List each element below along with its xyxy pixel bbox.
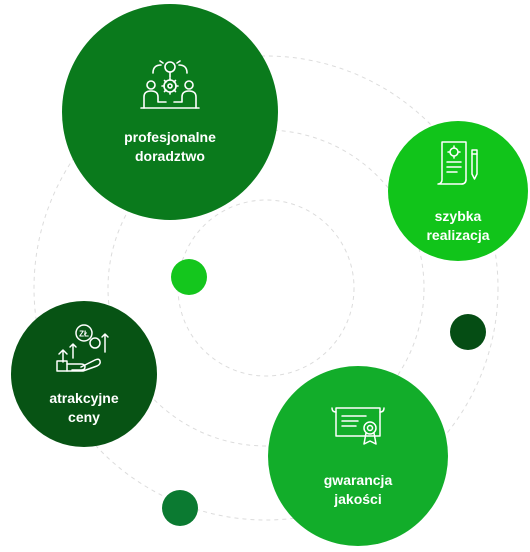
feature-label: atrakcyjne ceny — [49, 389, 119, 425]
feature-label: szybka realizacja — [426, 207, 490, 243]
feature-label: gwarancja jakości — [323, 471, 393, 507]
contract-document-pen-icon — [434, 138, 482, 193]
orbit-ring-outer — [33, 55, 499, 521]
feature-label: profesjonalne doradztwo — [124, 128, 216, 164]
orbit-ring-inner — [177, 199, 355, 377]
consulting-people-icon — [139, 59, 201, 116]
currency-symbol: ZŁ — [79, 329, 89, 338]
feature-quality-guarantee: gwarancja jakości — [268, 366, 448, 546]
price-hand-coins-icon: ZŁ — [55, 322, 113, 377]
accent-dot-dark — [450, 314, 486, 350]
accent-dot-light — [171, 259, 207, 295]
feature-professional-advice: profesjonalne doradztwo — [62, 4, 278, 220]
feature-fast-delivery: szybka realizacja — [388, 121, 528, 261]
feature-attractive-prices: ZŁ atrakcyjne ceny — [11, 301, 157, 447]
accent-dot-mid — [162, 490, 198, 526]
certificate-icon — [330, 404, 386, 455]
